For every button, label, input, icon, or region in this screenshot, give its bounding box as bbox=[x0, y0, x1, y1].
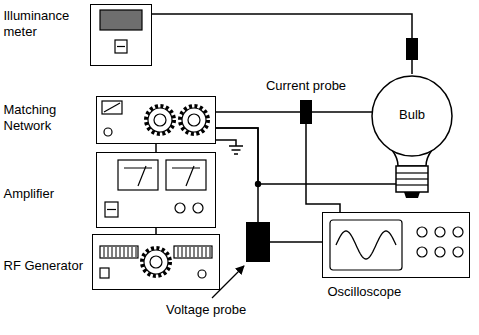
display-segment bbox=[185, 247, 186, 257]
light-sensor bbox=[406, 38, 418, 60]
illuminance-meter: Illuminance meter bbox=[90, 4, 152, 66]
current-probe: Current probe bbox=[300, 100, 312, 124]
ground-wire bbox=[216, 140, 236, 146]
display-segment bbox=[131, 247, 132, 257]
illuminance-meter-drawing bbox=[90, 4, 152, 66]
display-segment bbox=[115, 247, 116, 257]
voltage-probe: Voltage probe bbox=[246, 222, 270, 262]
light-bulb: Bulb bbox=[370, 74, 454, 198]
display-segment bbox=[197, 247, 198, 257]
device-label: RF Generator bbox=[4, 258, 90, 274]
knob bbox=[182, 108, 206, 132]
knob-center bbox=[154, 114, 166, 126]
device-label: Amplifier bbox=[4, 186, 92, 202]
rf-generator: RF Generator bbox=[92, 234, 220, 290]
analog-meter bbox=[118, 160, 158, 190]
wire bbox=[155, 144, 157, 152]
meter-display bbox=[100, 10, 142, 30]
display-segment bbox=[103, 247, 104, 257]
display-segment bbox=[135, 247, 136, 257]
bulb-base bbox=[396, 166, 428, 192]
ground-symbol bbox=[232, 149, 241, 151]
scope-knob bbox=[417, 227, 427, 237]
display-segment bbox=[205, 247, 206, 257]
display-segment bbox=[127, 247, 128, 257]
power-switch bbox=[105, 202, 118, 217]
matching-network-drawing bbox=[96, 96, 216, 144]
amplifier: Amplifier bbox=[96, 152, 216, 228]
display-segment bbox=[181, 247, 182, 257]
amp-jack bbox=[175, 203, 185, 213]
knob-teeth bbox=[180, 106, 208, 134]
light-bulb-drawing bbox=[370, 74, 454, 198]
wire bbox=[152, 14, 412, 74]
meter-button bbox=[115, 40, 127, 53]
bulb-tip bbox=[404, 192, 420, 198]
device-label: Voltage probe bbox=[166, 302, 246, 318]
mn-indicator bbox=[104, 103, 120, 112]
wire bbox=[216, 128, 370, 184]
meter-scale bbox=[172, 167, 200, 168]
display-segment bbox=[193, 247, 194, 257]
amp-jack bbox=[193, 203, 203, 213]
knob-center bbox=[188, 114, 200, 126]
matching-network: Matching Network bbox=[96, 96, 216, 144]
device-label: Current probe bbox=[250, 78, 362, 94]
bulb-wire bbox=[370, 183, 396, 185]
display-segment bbox=[209, 247, 210, 257]
scope-knob bbox=[417, 247, 427, 257]
oscilloscope-drawing bbox=[322, 212, 470, 278]
knob-center bbox=[150, 256, 162, 268]
scope-waveform bbox=[336, 231, 396, 259]
wire bbox=[270, 241, 322, 243]
knob-teeth bbox=[146, 106, 174, 134]
bulb-thread bbox=[396, 178, 428, 179]
scope-knob bbox=[453, 247, 463, 257]
amplifier-drawing bbox=[96, 152, 216, 228]
scope-knob bbox=[435, 247, 445, 257]
mn-jack bbox=[104, 128, 112, 136]
node-label: Bulb bbox=[370, 107, 454, 123]
display-segment bbox=[119, 247, 120, 257]
analog-meter bbox=[166, 160, 206, 190]
device-label: Illuminance meter bbox=[4, 8, 86, 40]
knob-teeth bbox=[142, 248, 170, 276]
oscilloscope: Oscilloscope bbox=[322, 212, 470, 278]
display-segment bbox=[189, 247, 190, 257]
rf-jack bbox=[198, 270, 206, 278]
wire bbox=[216, 128, 258, 222]
junction-dot bbox=[255, 181, 261, 187]
bulb-wire bbox=[370, 111, 373, 113]
frequency-display bbox=[100, 246, 138, 258]
scope-knob bbox=[453, 227, 463, 237]
meter-scale bbox=[124, 167, 152, 168]
rf-switch bbox=[100, 268, 109, 278]
knob bbox=[144, 250, 168, 274]
knob bbox=[148, 108, 172, 132]
display-segment bbox=[107, 247, 108, 257]
display-segment bbox=[111, 247, 112, 257]
frequency-display bbox=[174, 246, 212, 258]
device-label: Oscilloscope bbox=[328, 284, 402, 300]
ground-symbol bbox=[234, 153, 238, 155]
device-label: Matching Network bbox=[4, 102, 92, 134]
bulb-thread bbox=[396, 172, 428, 173]
wire bbox=[216, 111, 370, 113]
rf-generator-drawing bbox=[92, 234, 220, 290]
meter-button bbox=[117, 45, 125, 46]
meter-needle bbox=[138, 166, 146, 186]
display-segment bbox=[123, 247, 124, 257]
display-segment bbox=[201, 247, 202, 257]
bulb-thread bbox=[396, 184, 428, 185]
power-switch bbox=[107, 208, 116, 209]
wire bbox=[306, 124, 340, 212]
meter-needle bbox=[186, 166, 194, 186]
display-segment bbox=[177, 247, 178, 257]
scope-screen bbox=[330, 220, 402, 270]
scope-knob bbox=[435, 227, 445, 237]
mn-indicator bbox=[102, 101, 122, 114]
ground-symbol bbox=[229, 145, 243, 147]
